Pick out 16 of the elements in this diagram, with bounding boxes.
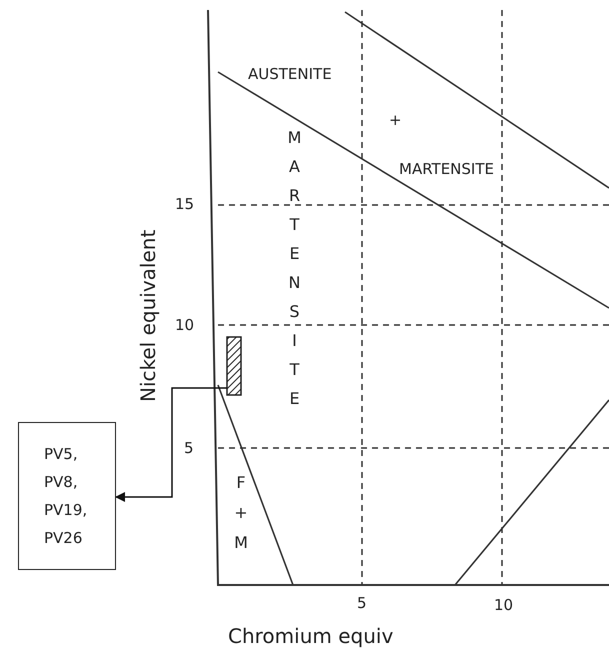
tick-label: 5 [357, 596, 367, 611]
tick-label: 10 [494, 598, 514, 613]
axis-title: Chromium equiv [228, 626, 394, 646]
region-label: AUSTENITE [248, 67, 332, 82]
text-box [18, 422, 116, 570]
tick-label: 5 [184, 441, 194, 456]
region-label: MARTENSITE [286, 128, 302, 418]
region-label: F + M [234, 472, 248, 554]
tick-label: 15 [175, 197, 194, 212]
axis-title: Nickel equivalent [138, 230, 158, 402]
arrow [115, 387, 227, 502]
tick-label: 10 [175, 318, 194, 333]
region-label: MARTENSITE [399, 162, 494, 177]
sample-list: PV5, PV8, PV19, PV26 [44, 440, 90, 552]
region-label: + [389, 113, 402, 128]
hatched-bar [226, 336, 242, 396]
